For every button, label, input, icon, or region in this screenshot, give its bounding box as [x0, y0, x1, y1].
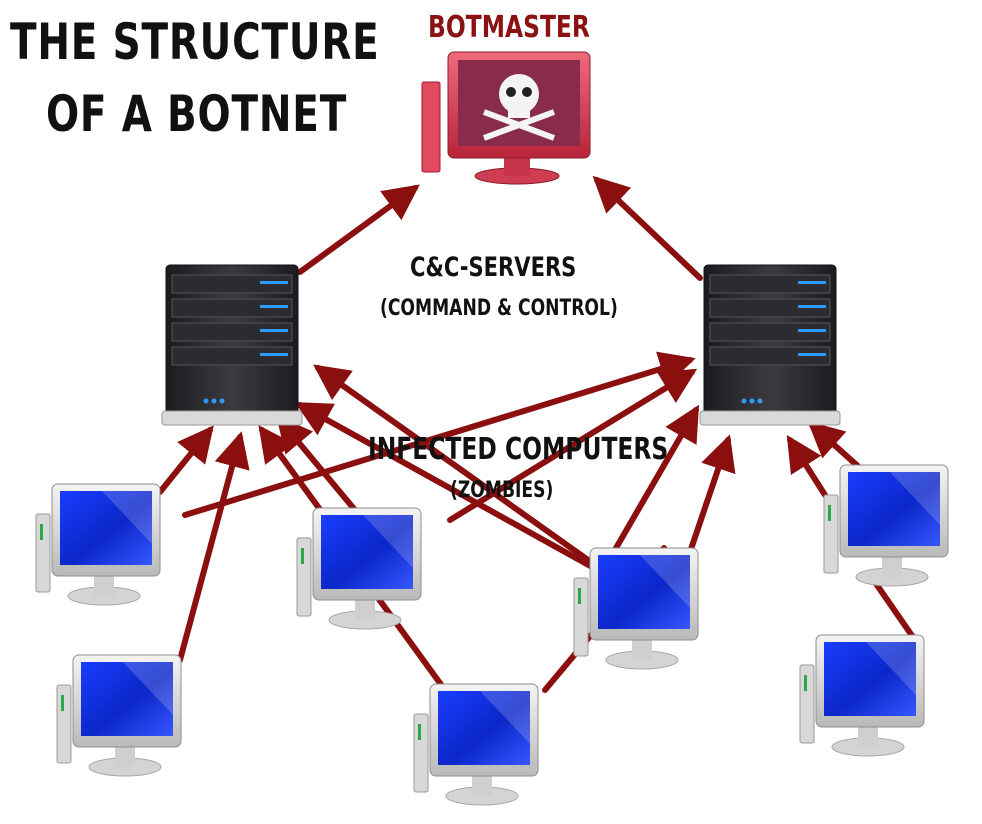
cc-servers-label: C&C-SERVERS	[410, 252, 577, 283]
arrow-zombie-to-server	[786, 434, 828, 498]
arrow-zombie-to-server	[447, 368, 698, 523]
desktop-computer-icon	[799, 634, 925, 757]
arrow-zombie-to-server	[807, 420, 863, 471]
arrow-zombie-to-server	[157, 425, 214, 495]
desktop-computer-icon	[296, 507, 422, 630]
server-tower-icon	[161, 264, 303, 426]
desktop-computer-icon	[413, 683, 539, 806]
arrow-zombie-to-server	[687, 434, 736, 555]
desktop-computer-icon	[35, 483, 161, 606]
page-title-line2: OF A BOTNET	[46, 85, 348, 143]
arrow-zombie-to-server	[294, 402, 615, 581]
infected-computers-label: INFECTED COMPUTERS	[368, 432, 669, 467]
server-tower-icon	[699, 264, 841, 426]
arrow-zombie-to-server	[182, 351, 696, 518]
desktop-computer-icon	[573, 547, 699, 670]
desktop-computer-icon	[56, 654, 182, 777]
arrow-zombie-to-server	[177, 431, 250, 663]
arrow-server-right-to-botmaster	[592, 175, 703, 281]
arrow-zombie-to-server	[313, 364, 598, 568]
botmaster-label: BOTMASTER	[428, 10, 590, 45]
arrow-zombie-to-server	[867, 572, 918, 643]
desktop-computer-icon	[823, 464, 949, 587]
cc-servers-sublabel: (COMMAND & CONTROL)	[380, 296, 618, 321]
arrow-zombie-to-server	[276, 415, 358, 513]
arrow-zombie-to-server	[609, 404, 700, 558]
arrow-server-left-to-botmaster	[297, 184, 420, 275]
zombies-sublabel: (ZOMBIES)	[450, 478, 554, 503]
page-title-line1: THE STRUCTURE	[10, 13, 380, 71]
skull-monitor-icon	[421, 51, 591, 185]
